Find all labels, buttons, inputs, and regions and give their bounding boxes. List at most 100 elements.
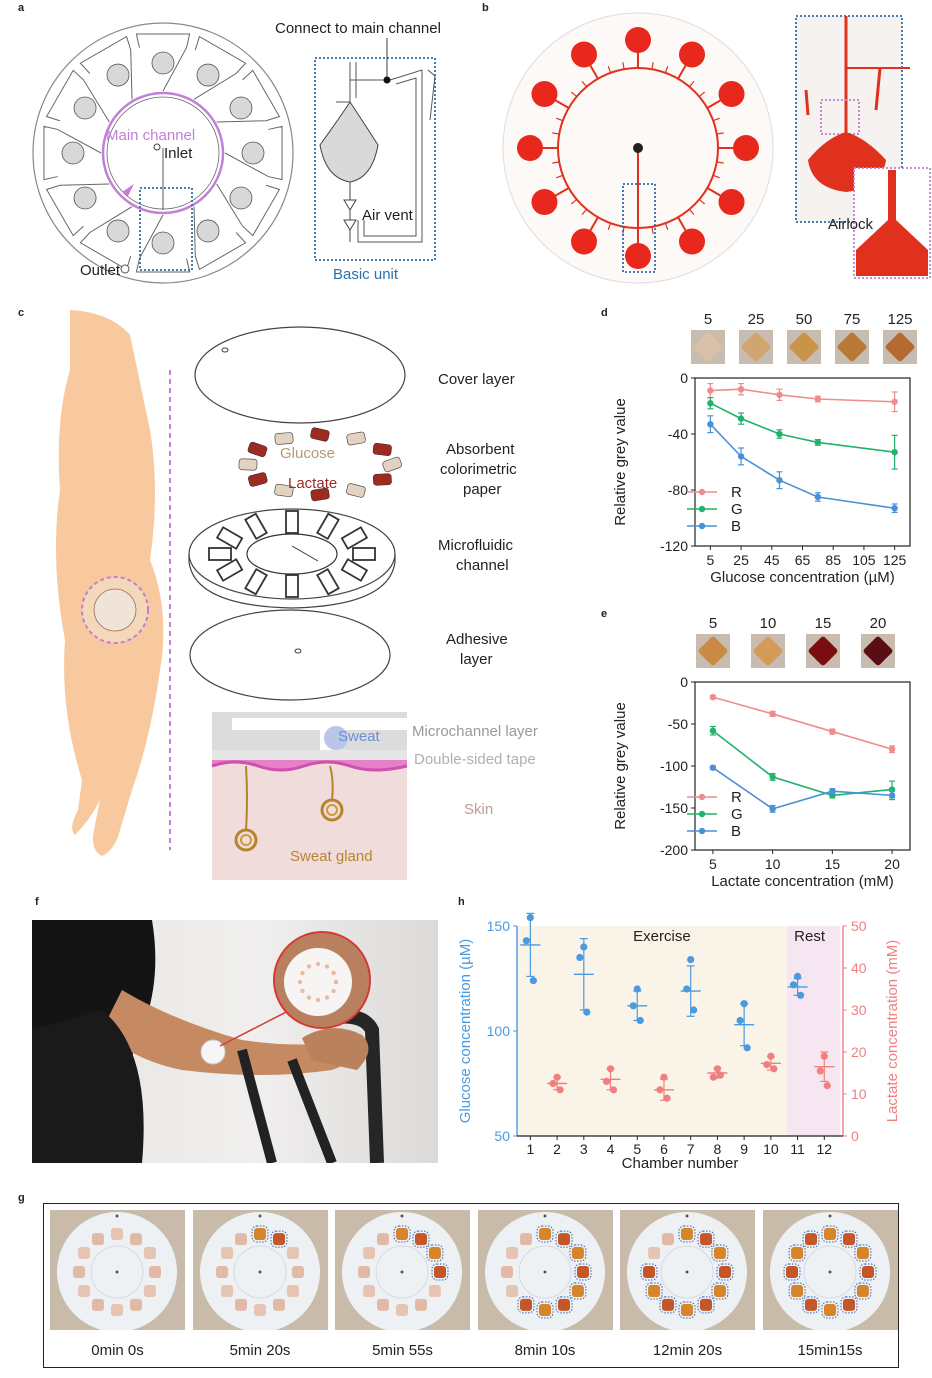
x-tick-label: 45 xyxy=(764,552,780,568)
device-chamber xyxy=(300,988,305,994)
y-right-tick-label: 20 xyxy=(851,1044,867,1060)
airlock-tick xyxy=(556,174,564,179)
data-point-R xyxy=(888,746,896,753)
data-point-B xyxy=(769,805,776,813)
empty-chamber xyxy=(234,1233,247,1246)
filled-chamber xyxy=(856,1247,869,1259)
x-tick-label: 5 xyxy=(706,552,714,568)
chamber-highlight xyxy=(802,1296,819,1314)
chamber-highlight xyxy=(716,1263,734,1281)
chamber-highlight xyxy=(840,1230,857,1248)
color-swatch xyxy=(741,332,771,362)
time-frame: 12min 20s xyxy=(620,1210,755,1370)
filled-chamber xyxy=(576,1266,589,1278)
y-left-tick-label: 100 xyxy=(487,1023,511,1039)
label-skin: Skin xyxy=(464,801,494,818)
channel-unit xyxy=(340,558,369,582)
serpentine-channel xyxy=(216,183,281,237)
filled-chamber xyxy=(842,1233,855,1246)
lactate-point xyxy=(549,1079,557,1088)
inlet-dot xyxy=(400,1270,404,1274)
empty-chamber xyxy=(363,1247,376,1259)
region-exercise xyxy=(517,926,787,1136)
data-point-R xyxy=(707,387,714,394)
device-photo xyxy=(620,1210,755,1332)
filled-chamber xyxy=(823,1228,836,1240)
lactate-point xyxy=(823,1082,831,1090)
x-tick-label: 10 xyxy=(763,1141,779,1157)
filled-chamber xyxy=(253,1228,266,1240)
series-line-G xyxy=(709,402,895,453)
filled-chamber xyxy=(415,1233,427,1246)
label-air-vent: Air vent xyxy=(362,207,413,224)
main-ring xyxy=(90,1245,144,1299)
chamber-highlight xyxy=(645,1282,663,1300)
filled-chamber xyxy=(517,135,543,161)
chamber-shape xyxy=(151,51,175,75)
glucose-point xyxy=(793,972,802,980)
glucose-point xyxy=(796,991,805,999)
empty-chamber xyxy=(130,1233,142,1246)
legend-label: G xyxy=(731,806,743,823)
lactate-point xyxy=(816,1067,824,1075)
region-label: Exercise xyxy=(633,928,691,945)
x-tick-label: 11 xyxy=(790,1141,805,1157)
filled-chamber xyxy=(571,41,597,68)
device-chamber xyxy=(324,995,330,1000)
x-tick-label: 7 xyxy=(687,1141,695,1157)
serpentine-channel xyxy=(135,33,191,92)
filled-chamber xyxy=(648,1285,661,1297)
airlock-tick xyxy=(562,187,570,193)
data-point-B xyxy=(707,421,714,428)
data-point-G xyxy=(776,430,783,438)
time-frame: 5min 55s xyxy=(335,1210,470,1370)
inlet-dot xyxy=(115,1270,119,1274)
empty-chamber xyxy=(272,1298,285,1311)
legend-label: R xyxy=(731,484,742,501)
x-tick-label: 6 xyxy=(660,1141,668,1157)
glucose-point xyxy=(522,937,530,945)
filled-chamber xyxy=(823,1304,836,1316)
airlock-tick xyxy=(581,80,588,88)
chamber-shape xyxy=(229,186,253,210)
x-tick-label: 105 xyxy=(852,552,876,568)
empty-chamber xyxy=(253,1304,266,1316)
lactate-point xyxy=(606,1065,615,1073)
airlock-tick xyxy=(706,187,714,193)
filled-chamber xyxy=(804,1233,817,1246)
glucose-paper xyxy=(346,431,366,446)
channel-unit xyxy=(285,574,299,598)
filled-chamber xyxy=(790,1247,803,1259)
empty-chamber xyxy=(143,1285,156,1297)
legend-label: R xyxy=(731,789,742,806)
airlock-tick xyxy=(552,161,560,164)
legend-marker xyxy=(698,488,706,496)
glucose-paper xyxy=(382,456,402,473)
x-tick-label: 20 xyxy=(884,856,900,872)
data-point-B xyxy=(737,453,745,460)
time-frame: 0min 0s xyxy=(50,1210,185,1370)
chamber-shape xyxy=(106,219,130,243)
glucose-point xyxy=(743,1044,751,1052)
color-swatch xyxy=(808,636,838,666)
swatch-label: 75 xyxy=(844,311,861,328)
device-chamber xyxy=(324,964,330,969)
data-point-R xyxy=(709,693,717,701)
filled-chamber xyxy=(625,27,651,53)
chamber-shape xyxy=(151,231,175,255)
device-photo xyxy=(762,1210,898,1332)
filled-chamber xyxy=(856,1285,869,1297)
chamber-highlight xyxy=(536,1225,553,1243)
serpentine-channel xyxy=(79,206,133,271)
timestamp-label: 12min 20s xyxy=(652,1342,723,1359)
label-absorbent-1: Absorbent xyxy=(446,441,515,458)
airlock-tick xyxy=(593,216,599,224)
label-microfluidic-1: Microfluidic xyxy=(438,537,514,554)
series-line-R xyxy=(712,696,893,750)
data-point-B xyxy=(888,792,896,799)
swatch-label: 5 xyxy=(709,615,717,632)
empty-chamber xyxy=(73,1266,85,1278)
x-tick-label: 10 xyxy=(765,856,781,872)
data-point-B xyxy=(814,493,822,501)
panel-letter-b: b xyxy=(482,2,489,14)
